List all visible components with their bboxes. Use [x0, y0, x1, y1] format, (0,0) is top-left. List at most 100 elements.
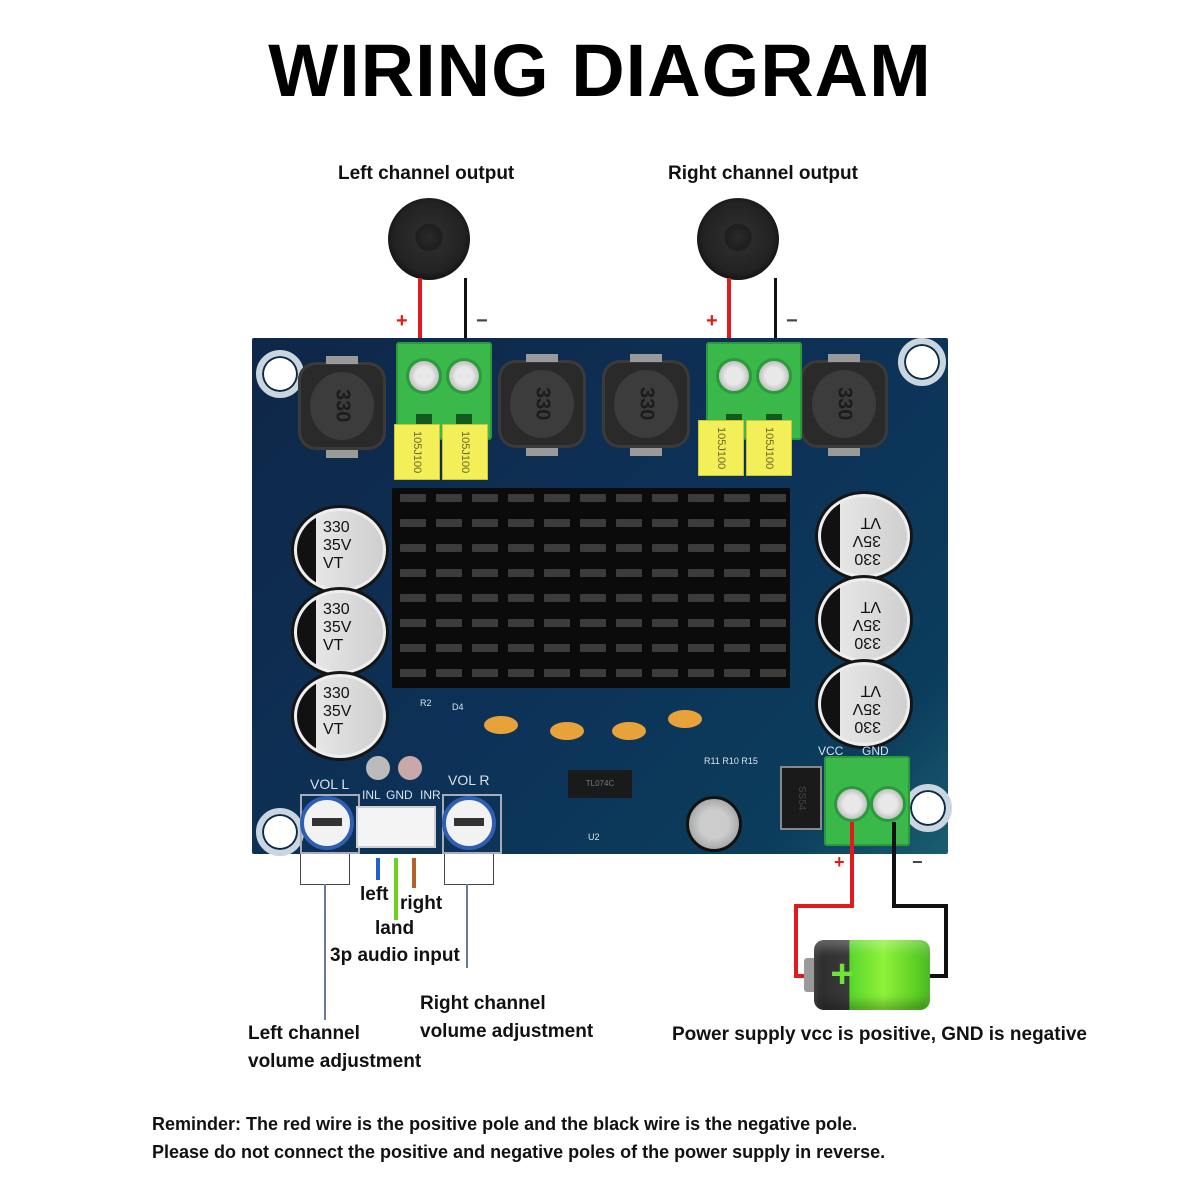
silk-r11-r10-r15: R11 R10 R15	[704, 756, 758, 766]
heatsink-fin	[472, 594, 498, 602]
heatsink-fin	[472, 519, 498, 527]
right-speaker-positive-wire	[727, 278, 731, 358]
heatsink-fin	[580, 544, 606, 552]
power-terminal[interactable]	[824, 756, 910, 846]
ceramic-capacitor	[612, 722, 646, 740]
heatsink-fin	[580, 519, 606, 527]
heatsink-fin	[400, 619, 426, 627]
left-output-terminal[interactable]	[396, 342, 492, 440]
heatsink-fin	[616, 494, 642, 502]
heatsink-fin	[652, 569, 678, 577]
mounting-hole-icon	[256, 350, 304, 398]
heatsink-fin	[436, 644, 462, 652]
heatsink-fin	[436, 494, 462, 502]
cap-value: 330	[323, 685, 350, 702]
left-pot-callout-box	[300, 854, 350, 885]
heatsink-fin	[472, 644, 498, 652]
left-volume-leader-line	[324, 884, 326, 1020]
heatsink-fin	[688, 644, 714, 652]
power-negative-wire	[892, 822, 896, 908]
battery-plus-icon: +	[830, 952, 854, 996]
heatsink-fin	[688, 544, 714, 552]
cap-value: 330	[854, 634, 881, 651]
mounting-hole-icon	[904, 784, 952, 832]
cap-value: 330	[323, 601, 350, 618]
right-speaker-negative-wire	[774, 278, 777, 364]
power-positive-wire-h	[794, 904, 854, 908]
heatsink-fin	[436, 669, 462, 677]
heatsink-fin	[652, 594, 678, 602]
small-capacitor	[398, 756, 422, 780]
heatsink-fin	[544, 569, 570, 577]
mounting-hole-icon	[898, 338, 946, 386]
heatsink-fin	[616, 594, 642, 602]
power-annotation: Power supply vcc is positive, GND is neg…	[672, 1024, 1087, 1045]
inductor-marking: 330	[310, 372, 374, 440]
heatsink-fin	[472, 669, 498, 677]
left-speaker-minus-sign: −	[476, 310, 488, 332]
cap-series: VT	[323, 555, 344, 572]
small-capacitor	[366, 756, 390, 780]
right-channel-output-label: Right channel output	[668, 163, 858, 184]
heatsink-fin	[580, 569, 606, 577]
power-plus-sign: +	[834, 852, 845, 872]
heatsink-fin	[544, 594, 570, 602]
audio-input-caption: 3p audio input	[330, 945, 460, 966]
heatsink-fin	[652, 619, 678, 627]
heatsink-fin	[616, 669, 642, 677]
power-positive-wire-v	[794, 904, 798, 978]
heatsink-fin	[580, 494, 606, 502]
right-volume-line1: Right channel	[420, 993, 546, 1014]
right-volume-leader-line	[466, 884, 468, 968]
right-volume-line2: volume adjustment	[420, 1021, 594, 1042]
heatsink-fin	[760, 594, 786, 602]
heatsink-fin	[724, 569, 750, 577]
heatsink-fin	[508, 494, 534, 502]
heatsink-fin	[688, 619, 714, 627]
left-volume-potentiometer[interactable]	[300, 796, 354, 850]
heatsink-fin	[652, 644, 678, 652]
heatsink-fin	[688, 494, 714, 502]
inductor: 330	[498, 354, 586, 456]
silk-inr: INR	[420, 788, 441, 802]
electrolytic-capacitor: 330 35V VT	[818, 662, 910, 746]
heatsink-fin	[760, 569, 786, 577]
heatsink-fin	[436, 594, 462, 602]
audio-land-label: land	[375, 918, 415, 939]
heatsink-fin	[400, 644, 426, 652]
audio-input-connector[interactable]	[356, 806, 436, 848]
heatsink-fin	[724, 519, 750, 527]
left-channel-output-label: Left channel output	[338, 163, 515, 184]
heatsink-fin	[508, 519, 534, 527]
heatsink-fin	[508, 619, 534, 627]
right-volume-potentiometer[interactable]	[442, 796, 496, 850]
right-speaker-plus-sign: +	[706, 310, 718, 332]
heatsink-fin	[760, 494, 786, 502]
heatsink-fin	[400, 494, 426, 502]
film-capacitor: 105J100	[394, 424, 440, 480]
film-capacitor: 105J100	[698, 420, 744, 476]
heatsink-fin	[760, 544, 786, 552]
heatsink-fin	[472, 544, 498, 552]
heatsink-fin	[436, 519, 462, 527]
right-speaker-icon	[697, 198, 779, 280]
film-capacitor: 105J100	[442, 424, 488, 480]
heatsink-fin	[724, 494, 750, 502]
heatsink-fin	[472, 494, 498, 502]
audio-left-label: left	[360, 884, 389, 905]
heatsink-fin	[724, 594, 750, 602]
heatsink-fin	[436, 569, 462, 577]
heatsink-fin	[652, 669, 678, 677]
cap-series: VT	[860, 682, 881, 699]
heatsink-fin	[760, 619, 786, 627]
power-minus-sign: −	[912, 852, 923, 872]
ceramic-capacitor	[484, 716, 518, 734]
heatsink-fin	[400, 669, 426, 677]
heatsink-fin	[616, 644, 642, 652]
heatsink-fin	[400, 569, 426, 577]
heatsink-fin	[400, 544, 426, 552]
heatsink-fin	[616, 519, 642, 527]
cap-voltage: 35V	[323, 703, 352, 720]
heatsink-fin	[580, 594, 606, 602]
heatsink-fin	[724, 669, 750, 677]
